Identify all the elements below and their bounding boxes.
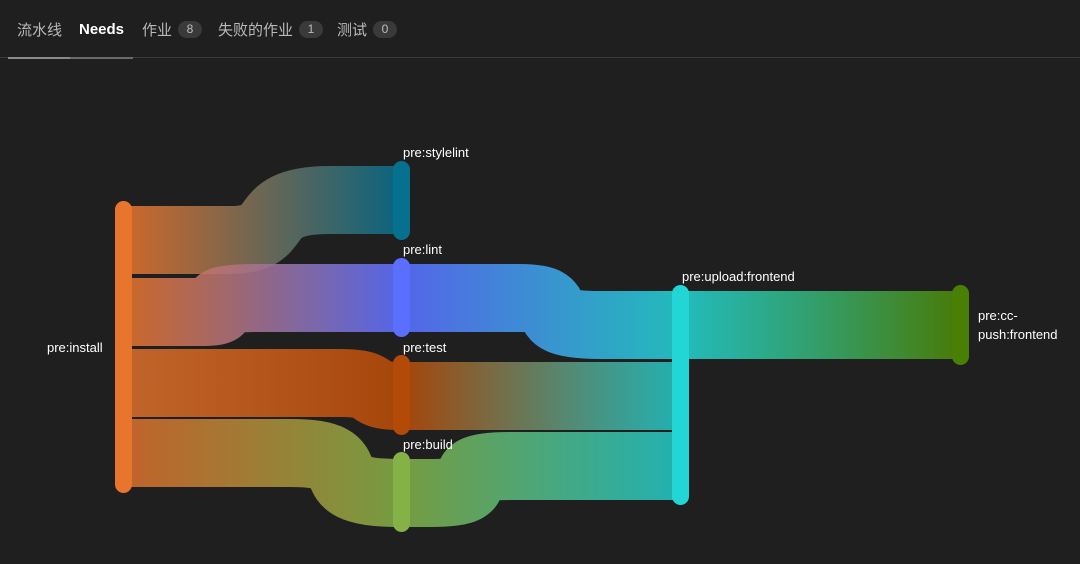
tab-failed-jobs-badge: 1 xyxy=(299,20,324,38)
node-test[interactable] xyxy=(393,355,410,435)
node-upload[interactable] xyxy=(672,285,689,505)
tab-pipeline-underline xyxy=(8,57,70,59)
tab-failed-jobs[interactable]: 失败的作业 1 xyxy=(218,0,324,58)
needs-graph-svg: pre:install pre:stylelint pre:lint pre:t… xyxy=(47,145,1058,532)
link-install-build xyxy=(130,419,401,527)
tab-bar: 流水线 Needs 作业 8 失败的作业 1 测试 0 xyxy=(0,0,1080,59)
tab-pipeline[interactable]: 流水线 xyxy=(8,0,70,59)
label-test: pre:test xyxy=(403,340,447,355)
link-lint-upload xyxy=(405,264,680,359)
link-install-stylelint xyxy=(130,166,400,274)
tab-needs-label: Needs xyxy=(79,20,125,38)
tab-jobs-badge: 8 xyxy=(178,20,203,38)
tab-failed-jobs-label: 失败的作业 xyxy=(218,21,294,39)
tab-pipeline-label: 流水线 xyxy=(17,21,63,39)
node-build[interactable] xyxy=(393,452,410,532)
link-build-upload xyxy=(405,432,680,527)
label-upload: pre:upload:frontend xyxy=(682,269,795,284)
label-cc-line1: pre:cc- xyxy=(978,308,1018,323)
tab-jobs[interactable]: 作业 8 xyxy=(142,0,203,58)
node-cc-push[interactable] xyxy=(952,285,969,365)
label-build: pre:build xyxy=(403,437,453,452)
node-install[interactable] xyxy=(115,201,132,493)
tab-jobs-label: 作业 xyxy=(142,21,173,39)
needs-graph: pre:install pre:stylelint pre:lint pre:t… xyxy=(0,59,1080,559)
link-install-test xyxy=(130,349,401,430)
tab-needs-underline xyxy=(70,57,133,59)
link-install-lint xyxy=(130,264,400,346)
label-cc-line2: push:frontend xyxy=(978,327,1058,342)
label-install: pre:install xyxy=(47,340,103,355)
label-lint: pre:lint xyxy=(403,242,442,257)
node-lint[interactable] xyxy=(393,258,410,337)
tab-tests-badge: 0 xyxy=(373,20,398,38)
tab-needs[interactable]: Needs xyxy=(70,0,133,59)
node-stylelint[interactable] xyxy=(393,161,410,240)
tab-tests-label: 测试 xyxy=(337,21,368,39)
label-stylelint: pre:stylelint xyxy=(403,145,469,160)
tab-tests[interactable]: 测试 0 xyxy=(337,0,398,58)
